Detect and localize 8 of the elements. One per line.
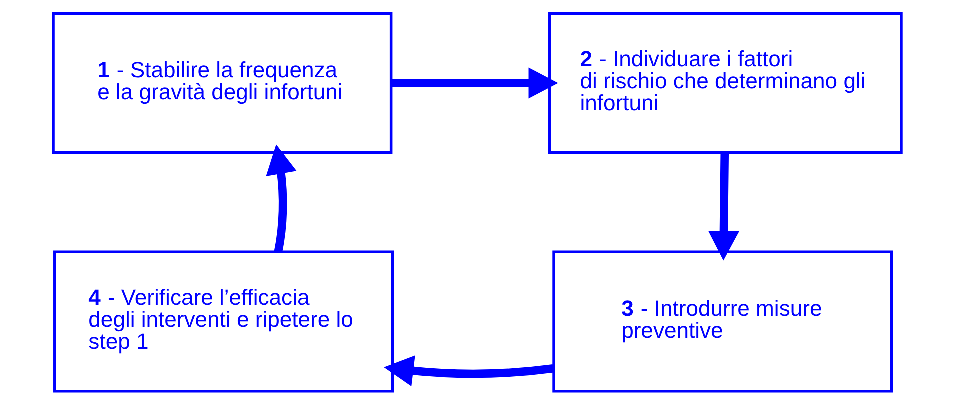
- node-box: 4 - Verificare l’efficacia degli interventi e ripetere lo step 1: [53, 250, 394, 393]
- arrow: [708, 153, 739, 261]
- node-box: 1 - Stabilire la frequenza e la gravità degli infortuni: [52, 12, 392, 154]
- node-box: 2 - Individuare i fattori di rischio che determinano gli infortuni: [548, 12, 902, 154]
- arrow: [384, 356, 554, 386]
- arrow: [391, 68, 558, 99]
- node-box: 3 - Introdurre misure preventive: [552, 250, 893, 393]
- arrow: [266, 144, 296, 253]
